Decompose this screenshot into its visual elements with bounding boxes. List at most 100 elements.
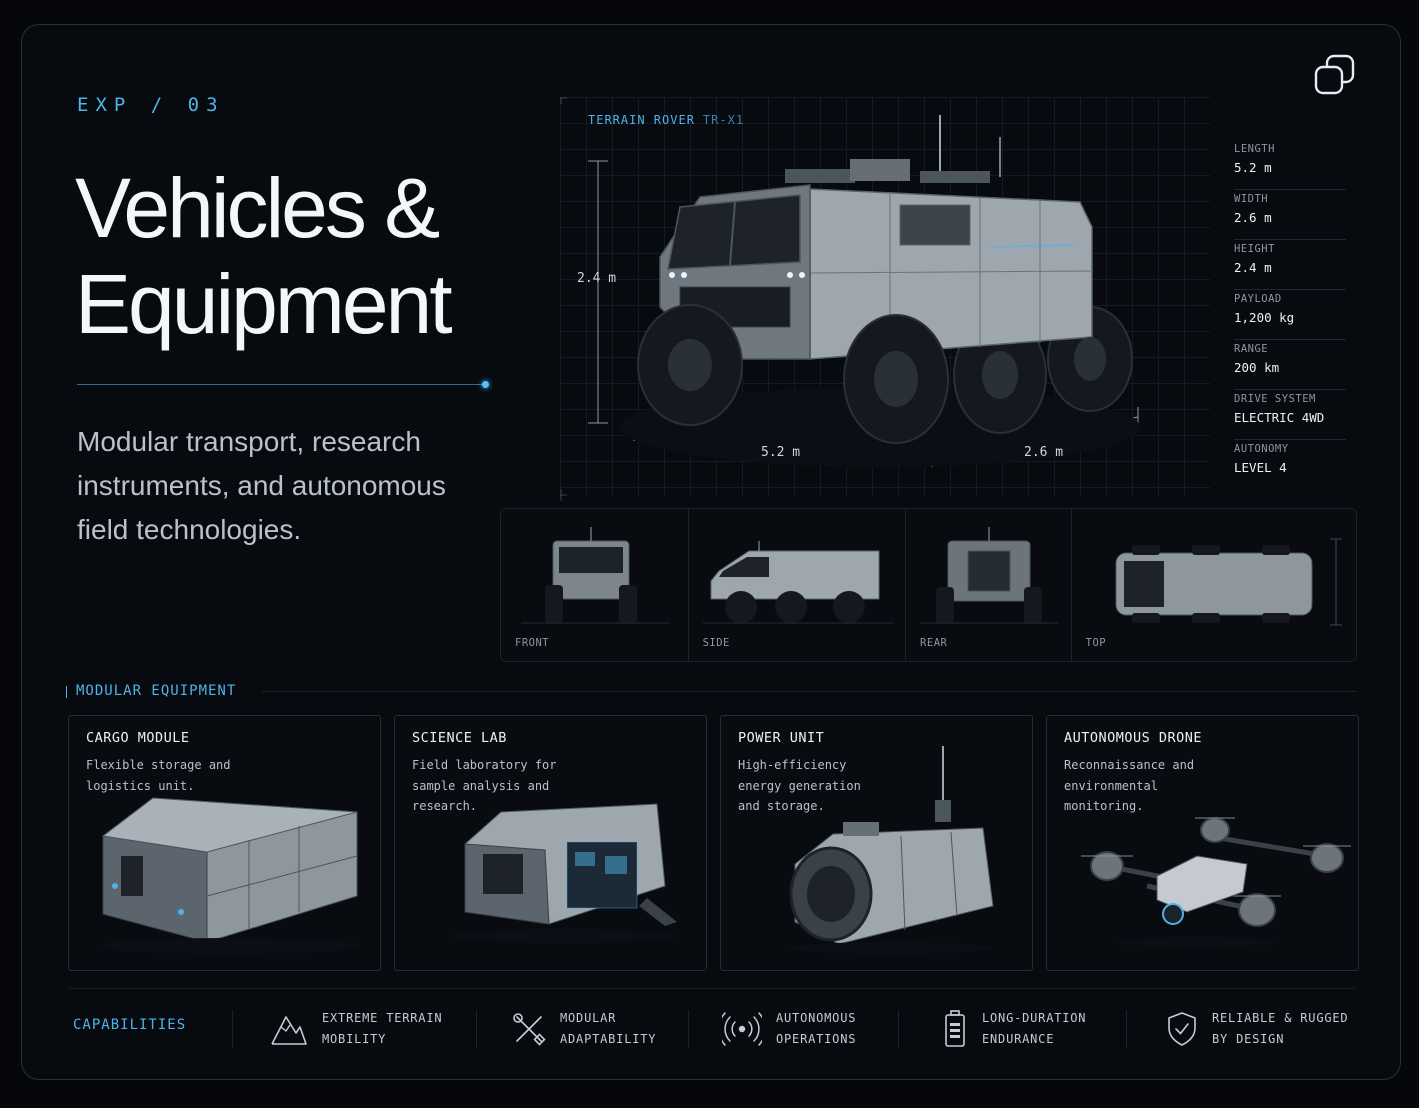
view-label: REAR — [920, 637, 948, 649]
view-front[interactable]: FRONT — [501, 509, 689, 661]
capability-label-line-2: ENDURANCE — [982, 1031, 1055, 1046]
spec-length: LENGTH 5.2 m — [1234, 140, 1346, 190]
capability-separator — [898, 1010, 899, 1048]
spec-autonomy: AUTONOMY LEVEL 4 — [1234, 440, 1346, 490]
spec-drive-system: DRIVE SYSTEM ELECTRIC 4WD — [1234, 390, 1346, 440]
rover-name: TERRAIN ROVER — [588, 113, 695, 127]
capability-terrain: EXTREME TERRAIN MOBILITY — [270, 1008, 442, 1049]
card-description: Reconnaissance and environmental monitor… — [1064, 758, 1195, 813]
rover-code: TR-X1 — [702, 113, 745, 127]
capability-label-line-1: EXTREME TERRAIN — [322, 1011, 443, 1025]
capability-label-line-2: MOBILITY — [322, 1031, 387, 1046]
spec-value: LEVEL 4 — [1234, 460, 1287, 475]
top-view-illustration — [1115, 538, 1342, 626]
signal-icon — [722, 1011, 762, 1046]
equipment-cards: CARGO MODULE Flexible storage and logist… — [68, 715, 1359, 971]
mountain-icon — [271, 1015, 307, 1045]
page-subtitle: Modular transport, research instruments,… — [77, 426, 446, 545]
capability-separator — [232, 1010, 233, 1048]
capability-modular: MODULAR ADAPTABILITY — [512, 1008, 656, 1049]
card-title: POWER UNIT — [738, 730, 825, 746]
capability-label-line-1: LONG-DURATION — [982, 1011, 1087, 1025]
spec-height: HEIGHT 2.4 m — [1234, 240, 1346, 290]
view-side[interactable]: SIDE — [688, 509, 907, 661]
card-description: Field laboratory for sample analysis and… — [412, 758, 557, 813]
spec-label: LENGTH — [1234, 143, 1275, 155]
view-label: SIDE — [702, 637, 730, 649]
tools-icon — [513, 1012, 546, 1046]
card-cargo-module[interactable]: CARGO MODULE Flexible storage and logist… — [68, 715, 381, 971]
card-title: CARGO MODULE — [86, 730, 190, 746]
section-eyebrow: EXP / 03 — [77, 94, 225, 116]
capability-label: RELIABLE & RUGGED BY DESIGN — [1212, 1008, 1348, 1049]
rover-height-dimension: 2.4 m — [577, 271, 617, 286]
cargo-module-illustration — [99, 797, 359, 954]
front-view-illustration — [521, 527, 669, 624]
capability-separator — [1126, 1010, 1127, 1048]
spec-value: 2.6 m — [1234, 210, 1272, 225]
spec-label: DRIVE SYSTEM — [1234, 393, 1316, 405]
capability-label-line-1: RELIABLE & RUGGED — [1212, 1011, 1349, 1025]
page-title-line-1: Vehicles & — [75, 161, 440, 255]
view-top[interactable]: TOP — [1071, 509, 1356, 661]
spec-value: ELECTRIC 4WD — [1234, 410, 1325, 425]
spec-value: 2.4 m — [1234, 260, 1272, 275]
battery-icon — [945, 1009, 965, 1047]
spec-label: AUTONOMY — [1234, 443, 1289, 455]
capability-reliable: RELIABLE & RUGGED BY DESIGN — [1166, 1008, 1348, 1049]
spec-payload: PAYLOAD 1,200 kg — [1234, 290, 1346, 340]
shield-icon — [1168, 1011, 1196, 1046]
rover-illustration[interactable] — [560, 97, 1210, 507]
spec-label: PAYLOAD — [1234, 293, 1282, 305]
capability-label-line-2: BY DESIGN — [1212, 1031, 1285, 1046]
capability-label-line-1: AUTONOMOUS — [776, 1011, 857, 1025]
stacked-squares-icon[interactable] — [1314, 54, 1356, 96]
section-divider — [262, 691, 1356, 692]
capability-label-line-1: MODULAR — [560, 1011, 617, 1025]
card-title: SCIENCE LAB — [412, 730, 507, 746]
spec-value: 200 km — [1234, 360, 1280, 375]
card-power-unit[interactable]: POWER UNIT High-efficiency energy genera… — [720, 715, 1033, 971]
card-description: High-efficiency energy generation and st… — [738, 758, 861, 813]
rear-view-illustration — [920, 527, 1059, 624]
capability-label: AUTONOMOUS OPERATIONS — [776, 1008, 856, 1049]
capability-endurance: LONG-DURATION ENDURANCE — [942, 1008, 1086, 1049]
card-title: AUTONOMOUS DRONE — [1064, 730, 1203, 746]
card-science-lab[interactable]: SCIENCE LAB Field laboratory for sample … — [394, 715, 707, 971]
capability-autonomous: AUTONOMOUS OPERATIONS — [722, 1008, 856, 1049]
spec-label: HEIGHT — [1234, 243, 1275, 255]
page-title: Vehicles & Equipment — [75, 160, 545, 352]
card-autonomous-drone[interactable]: AUTONOMOUS DRONE Reconnaissance and envi… — [1046, 715, 1359, 971]
card-description: Flexible storage and logistics unit. — [86, 758, 231, 793]
rover-length-dimension: 5.2 m — [761, 445, 801, 460]
view-rear[interactable]: REAR — [906, 509, 1072, 661]
science-lab-illustration — [455, 803, 677, 943]
title-divider — [77, 384, 485, 385]
rover-spec-list: LENGTH 5.2 m WIDTH 2.6 m HEIGHT 2.4 m PA… — [1234, 140, 1346, 490]
spec-label: RANGE — [1234, 343, 1269, 355]
rover-view-strip: FRONT SIDE REAR — [500, 508, 1357, 662]
capability-label: LONG-DURATION ENDURANCE — [982, 1008, 1086, 1049]
spec-label: WIDTH — [1234, 193, 1269, 205]
capability-label: MODULAR ADAPTABILITY — [560, 1008, 656, 1049]
rover-width-dimension: 2.6 m — [1024, 445, 1064, 460]
autonomous-drone-illustration — [1081, 817, 1351, 947]
rover-label: TERRAIN ROVER TR-X1 — [588, 113, 744, 127]
spec-range: RANGE 200 km — [1234, 340, 1346, 390]
capability-separator — [476, 1010, 477, 1048]
spec-value: 5.2 m — [1234, 160, 1272, 175]
capabilities-heading: CAPABILITIES — [73, 1017, 187, 1033]
capability-label-line-2: ADAPTABILITY — [560, 1031, 657, 1046]
view-label: TOP — [1085, 637, 1107, 649]
spec-value: 1,200 kg — [1234, 310, 1295, 325]
modular-equipment-heading-text: MODULAR EQUIPMENT — [76, 683, 237, 699]
capability-label-line-2: OPERATIONS — [776, 1031, 857, 1046]
spec-width: WIDTH 2.6 m — [1234, 190, 1346, 240]
modular-equipment-heading: MODULAR EQUIPMENT — [65, 683, 237, 699]
capability-separator — [688, 1010, 689, 1048]
page-title-line-2: Equipment — [75, 257, 453, 351]
side-view-illustration — [702, 541, 893, 624]
power-unit-illustration — [789, 746, 994, 954]
capabilities-divider — [68, 988, 1356, 989]
capability-label: EXTREME TERRAIN MOBILITY — [322, 1008, 442, 1049]
